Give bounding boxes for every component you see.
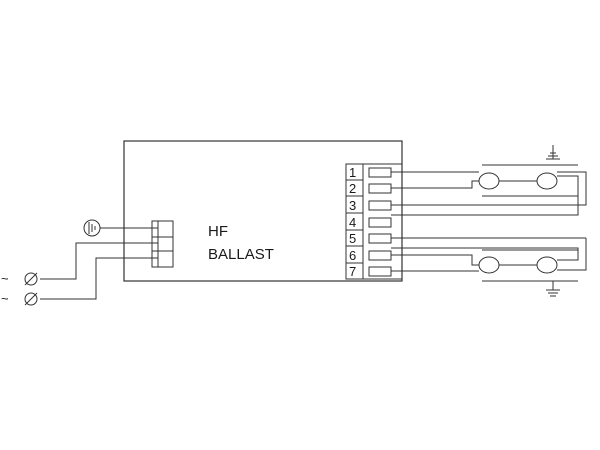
output-wires (391, 171, 587, 272)
earth-ground-icon (83, 219, 101, 237)
terminal-number: 6 (349, 248, 356, 263)
output-terminal-block (362, 163, 403, 280)
terminal-number: 7 (349, 264, 356, 279)
terminal-number: 4 (349, 215, 356, 230)
supply-terminal-icon-2 (24, 292, 38, 306)
terminal-number: 1 (349, 165, 356, 180)
supply-terminal-icon-1 (24, 272, 38, 286)
ballast-label-line2: BALLAST (208, 246, 274, 263)
terminal-number: 3 (349, 198, 356, 213)
supply-tilde-1: ~ (1, 271, 9, 286)
supply-wires (40, 242, 158, 300)
ballast-label-line1: HF (208, 223, 228, 240)
input-connector (151, 220, 174, 268)
ground-icon-upper (546, 145, 560, 160)
terminal-number: 2 (349, 181, 356, 196)
ground-icon-lower (546, 281, 560, 297)
terminal-number: 5 (349, 231, 356, 246)
supply-tilde-2: ~ (1, 291, 9, 306)
